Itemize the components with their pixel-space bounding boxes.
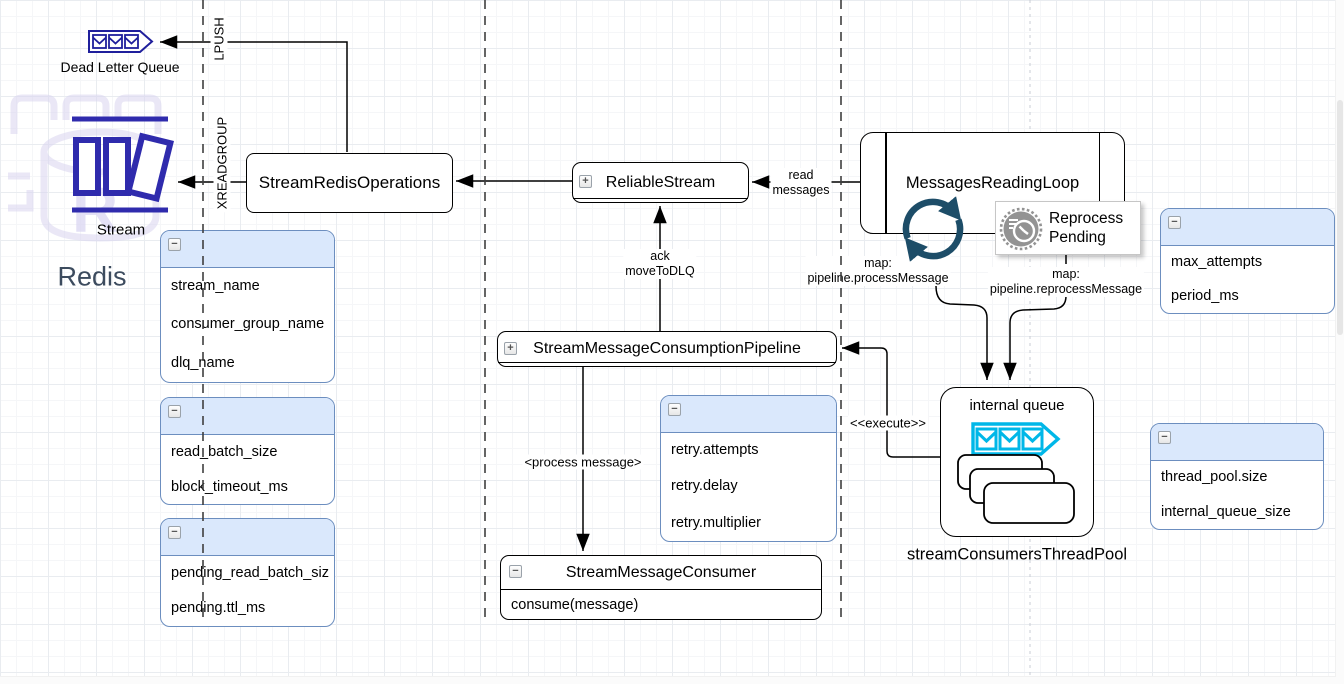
config-row: stream_name: [171, 278, 260, 295]
config-row: pending_read_batch_siz: [171, 564, 330, 581]
config-row: block_timeout_ms: [171, 478, 288, 495]
frame-line-left: [885, 133, 887, 233]
edge-label-ack[interactable]: ack moveToDLQ: [623, 249, 697, 279]
redis-stream-icon[interactable]: [72, 116, 174, 213]
reprocess-clock-icon: [999, 207, 1043, 251]
edge-execute[interactable]: [842, 341, 940, 458]
dead-letter-queue-icon[interactable]: [88, 30, 154, 53]
config-box-loop[interactable]: − max_attempts period_ms: [1160, 208, 1335, 314]
config-header: −: [1151, 424, 1323, 461]
config-row: consumer_group_name: [171, 316, 325, 333]
reprocess-label: Reprocess Pending: [1049, 210, 1124, 246]
stream-label: Stream: [96, 221, 146, 239]
config-header: −: [161, 519, 334, 556]
expand-icon[interactable]: +: [504, 342, 517, 355]
edge-label-xreadgroup[interactable]: XREADGROUP: [213, 113, 231, 213]
node-reliable-stream[interactable]: + ReliableStream: [572, 162, 749, 203]
collapse-icon[interactable]: −: [509, 565, 522, 578]
config-row: dlq_name: [171, 354, 235, 371]
node-stream-message-consumer[interactable]: − StreamMessageConsumer consume(message): [500, 555, 822, 620]
config-row: pending.ttl_ms: [171, 600, 266, 617]
config-header: −: [161, 398, 334, 435]
redis-watermark-logo: [8, 94, 162, 242]
thread-pool-label: streamConsumersThreadPool: [906, 545, 1128, 564]
node-stream-redis-operations[interactable]: StreamRedisOperations: [246, 153, 453, 213]
edge-label-process-message[interactable]: <process message>: [522, 454, 644, 470]
internal-queue-label: internal queue: [969, 397, 1065, 414]
node-stream-consumers-thread-pool[interactable]: internal queue: [940, 387, 1094, 537]
edge-label-map-process[interactable]: map: pipeline.processMessage: [805, 256, 951, 286]
config-row: retry.multiplier: [671, 514, 761, 531]
edge-label-execute[interactable]: <<execute>>: [848, 415, 928, 431]
config-box-pending[interactable]: − pending_read_batch_siz pending.ttl_ms: [160, 518, 335, 627]
collapse-icon[interactable]: −: [168, 405, 181, 418]
config-row: thread_pool.size: [1161, 469, 1268, 486]
edge-lpush[interactable]: [160, 35, 348, 152]
config-header: −: [1161, 209, 1334, 246]
redis-title: Redis: [57, 261, 127, 292]
config-box-stream[interactable]: − stream_name consumer_group_name dlq_na…: [160, 230, 335, 383]
config-header: −: [161, 231, 334, 268]
config-row: period_ms: [1171, 288, 1239, 304]
edge-label-read-messages[interactable]: read messages: [770, 168, 832, 198]
horizontal-scrollbar[interactable]: [0, 676, 1336, 684]
node-title: StreamRedisOperations: [258, 173, 441, 192]
node-title: StreamMessageConsumptionPipeline: [533, 340, 801, 357]
collapse-icon[interactable]: −: [668, 403, 681, 416]
dlq-label: Dead Letter Queue: [60, 59, 180, 75]
config-box-read[interactable]: − read_batch_size block_timeout_ms: [160, 397, 335, 505]
config-row: retry.delay: [671, 478, 738, 495]
node-title: MessagesReadingLoop: [905, 173, 1080, 192]
expand-icon[interactable]: +: [579, 175, 592, 188]
node-reprocess-pending[interactable]: Reprocess Pending: [995, 201, 1141, 255]
config-row: max_attempts: [1171, 254, 1263, 270]
config-row: read_batch_size: [171, 443, 278, 460]
node-title: ReliableStream: [605, 173, 716, 191]
config-box-retry[interactable]: − retry.attempts retry.delay retry.multi…: [660, 395, 837, 542]
vertical-scrollbar[interactable]: [1335, 0, 1344, 684]
consumer-method: consume(message): [511, 596, 639, 613]
collapse-icon[interactable]: −: [1168, 216, 1181, 229]
edge-label-lpush[interactable]: LPUSH: [210, 14, 228, 64]
node-title: StreamMessageConsumer: [565, 563, 757, 581]
config-row: retry.attempts: [671, 442, 759, 459]
edge-label-map-reprocess[interactable]: map: pipeline.reprocessMessage: [987, 267, 1145, 297]
config-box-pool[interactable]: − thread_pool.size internal_queue_size: [1150, 423, 1324, 530]
collapse-icon[interactable]: −: [168, 526, 181, 539]
config-header: −: [661, 396, 836, 433]
collapse-icon[interactable]: −: [168, 238, 181, 251]
edge-map-process[interactable]: [935, 285, 994, 380]
collapse-icon[interactable]: −: [1158, 431, 1171, 444]
node-stream-message-consumption-pipeline[interactable]: + StreamMessageConsumptionPipeline: [497, 331, 837, 367]
vertical-scrollbar-thumb[interactable]: [1337, 100, 1343, 335]
config-row: internal_queue_size: [1161, 503, 1291, 520]
frame-line-right: [1098, 133, 1100, 233]
